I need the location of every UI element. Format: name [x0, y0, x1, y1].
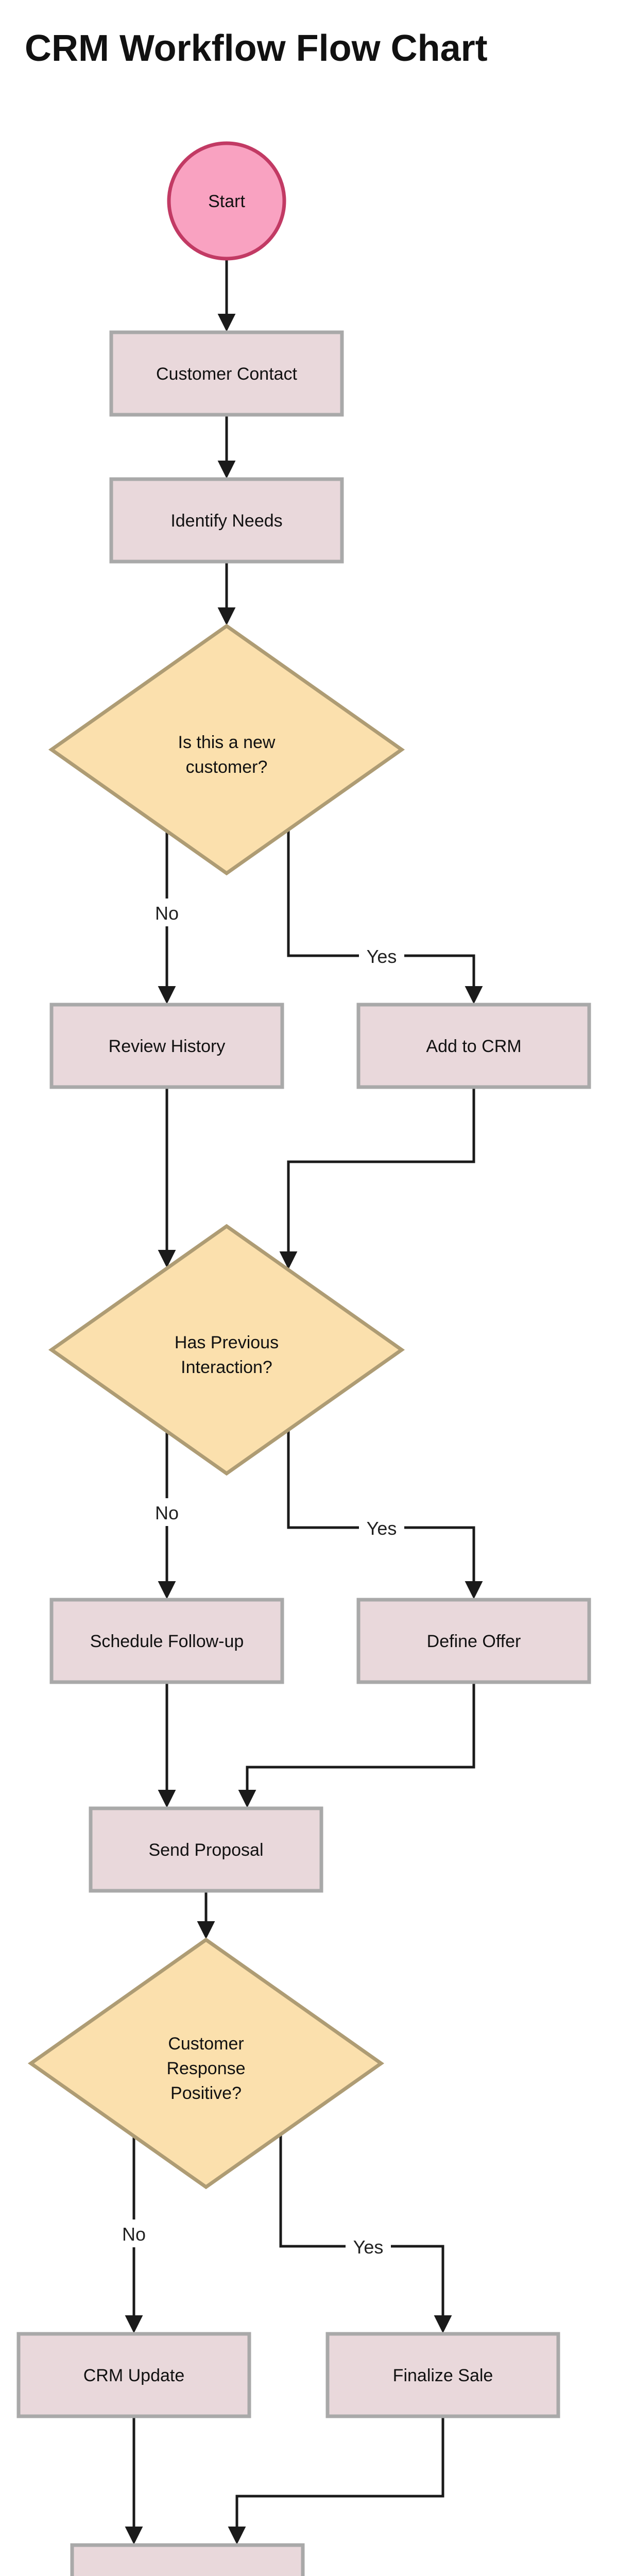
edge-yes-to-define-offer	[287, 1430, 483, 1599]
node-customer-response-positive: Customer Response Positive?	[27, 1937, 385, 2190]
svg-text:Is this a new: Is this a new	[178, 733, 276, 752]
node-identify-needs: Identify Needs	[109, 477, 344, 564]
start-terminal-circle	[167, 141, 286, 261]
edge-label-no-2: No	[150, 1498, 184, 1526]
node-has-previous-interaction: Has Previous Interaction?	[48, 1224, 405, 1476]
svg-text:Interaction?: Interaction?	[181, 1358, 272, 1377]
process-box	[49, 1598, 284, 1684]
svg-text:Positive?: Positive?	[170, 2083, 242, 2103]
node-feedback-collection: Feedback Collection	[70, 2543, 305, 2576]
edge-finalize-sale-to-feedback-collection	[228, 2416, 444, 2545]
svg-text:Identify Needs: Identify Needs	[170, 511, 282, 531]
edge-yes-to-add-to-crm	[287, 829, 483, 1004]
svg-text:Yes: Yes	[353, 2236, 384, 2258]
edge-label-bg	[117, 2219, 151, 2247]
process-box	[49, 1003, 284, 1089]
svg-text:No: No	[122, 2224, 146, 2245]
edge-label-bg	[359, 1514, 404, 1541]
process-box	[356, 1598, 591, 1684]
svg-text:Schedule Follow-up: Schedule Follow-up	[90, 1632, 244, 1651]
process-box	[356, 1003, 591, 1089]
process-box	[109, 477, 344, 564]
node-add-to-crm: Add to CRM	[356, 1003, 591, 1089]
edge-label-no-3: No	[117, 2219, 151, 2247]
node-is-new-customer: Is this a new customer?	[48, 623, 405, 876]
node-start: Start	[167, 141, 286, 261]
process-box	[109, 330, 344, 417]
svg-text:Define Offer: Define Offer	[427, 1632, 521, 1651]
node-customer-contact: Customer Contact	[109, 330, 344, 417]
node-finalize-sale: Finalize Sale	[325, 2332, 560, 2418]
svg-text:Has Previous: Has Previous	[175, 1333, 279, 1352]
edge-label-bg	[150, 899, 184, 926]
edge-label-yes-1: Yes	[359, 942, 404, 970]
process-box	[89, 1806, 323, 1893]
process-box	[16, 2332, 251, 2418]
node-define-offer: Define Offer	[356, 1598, 591, 1684]
svg-text:Add to CRM: Add to CRM	[426, 1037, 521, 1056]
node-review-history: Review History	[49, 1003, 284, 1089]
edge-label-no-1: No	[150, 899, 184, 926]
edge-label-yes-3: Yes	[346, 2232, 391, 2260]
svg-text:CRM Update: CRM Update	[83, 2366, 185, 2385]
svg-text:No: No	[155, 903, 179, 924]
svg-text:Start: Start	[208, 192, 245, 211]
edge-label-bg	[359, 942, 404, 970]
svg-text:Send Proposal: Send Proposal	[148, 1840, 263, 1860]
decision-diamond	[48, 1224, 405, 1476]
edge-label-yes-2: Yes	[359, 1514, 404, 1541]
node-crm-update: CRM Update	[16, 2332, 251, 2418]
edge-add-to-crm-to-has-previous-interaction	[279, 1087, 475, 1269]
decision-diamond	[27, 1937, 385, 2190]
svg-text:Customer Contact: Customer Contact	[156, 364, 298, 384]
node-schedule-followup: Schedule Follow-up	[49, 1598, 284, 1684]
edge-define-offer-to-send-proposal	[238, 1682, 475, 1808]
edge-label-bg	[346, 2232, 391, 2260]
decision-diamond	[48, 623, 405, 876]
svg-text:Yes: Yes	[367, 1518, 397, 1539]
svg-text:Yes: Yes	[367, 946, 397, 967]
svg-text:No: No	[155, 1502, 179, 1523]
svg-text:Finalize Sale: Finalize Sale	[393, 2366, 493, 2385]
node-send-proposal: Send Proposal	[89, 1806, 323, 1893]
page-title: CRM Workflow Flow Chart	[25, 28, 488, 69]
edge-label-bg	[150, 1498, 184, 1526]
process-box	[325, 2332, 560, 2418]
svg-text:customer?: customer?	[186, 757, 268, 777]
process-box	[70, 2543, 305, 2576]
svg-text:Response: Response	[166, 2059, 245, 2078]
svg-text:Customer: Customer	[168, 2034, 244, 2054]
svg-text:Review History: Review History	[109, 1037, 226, 1056]
